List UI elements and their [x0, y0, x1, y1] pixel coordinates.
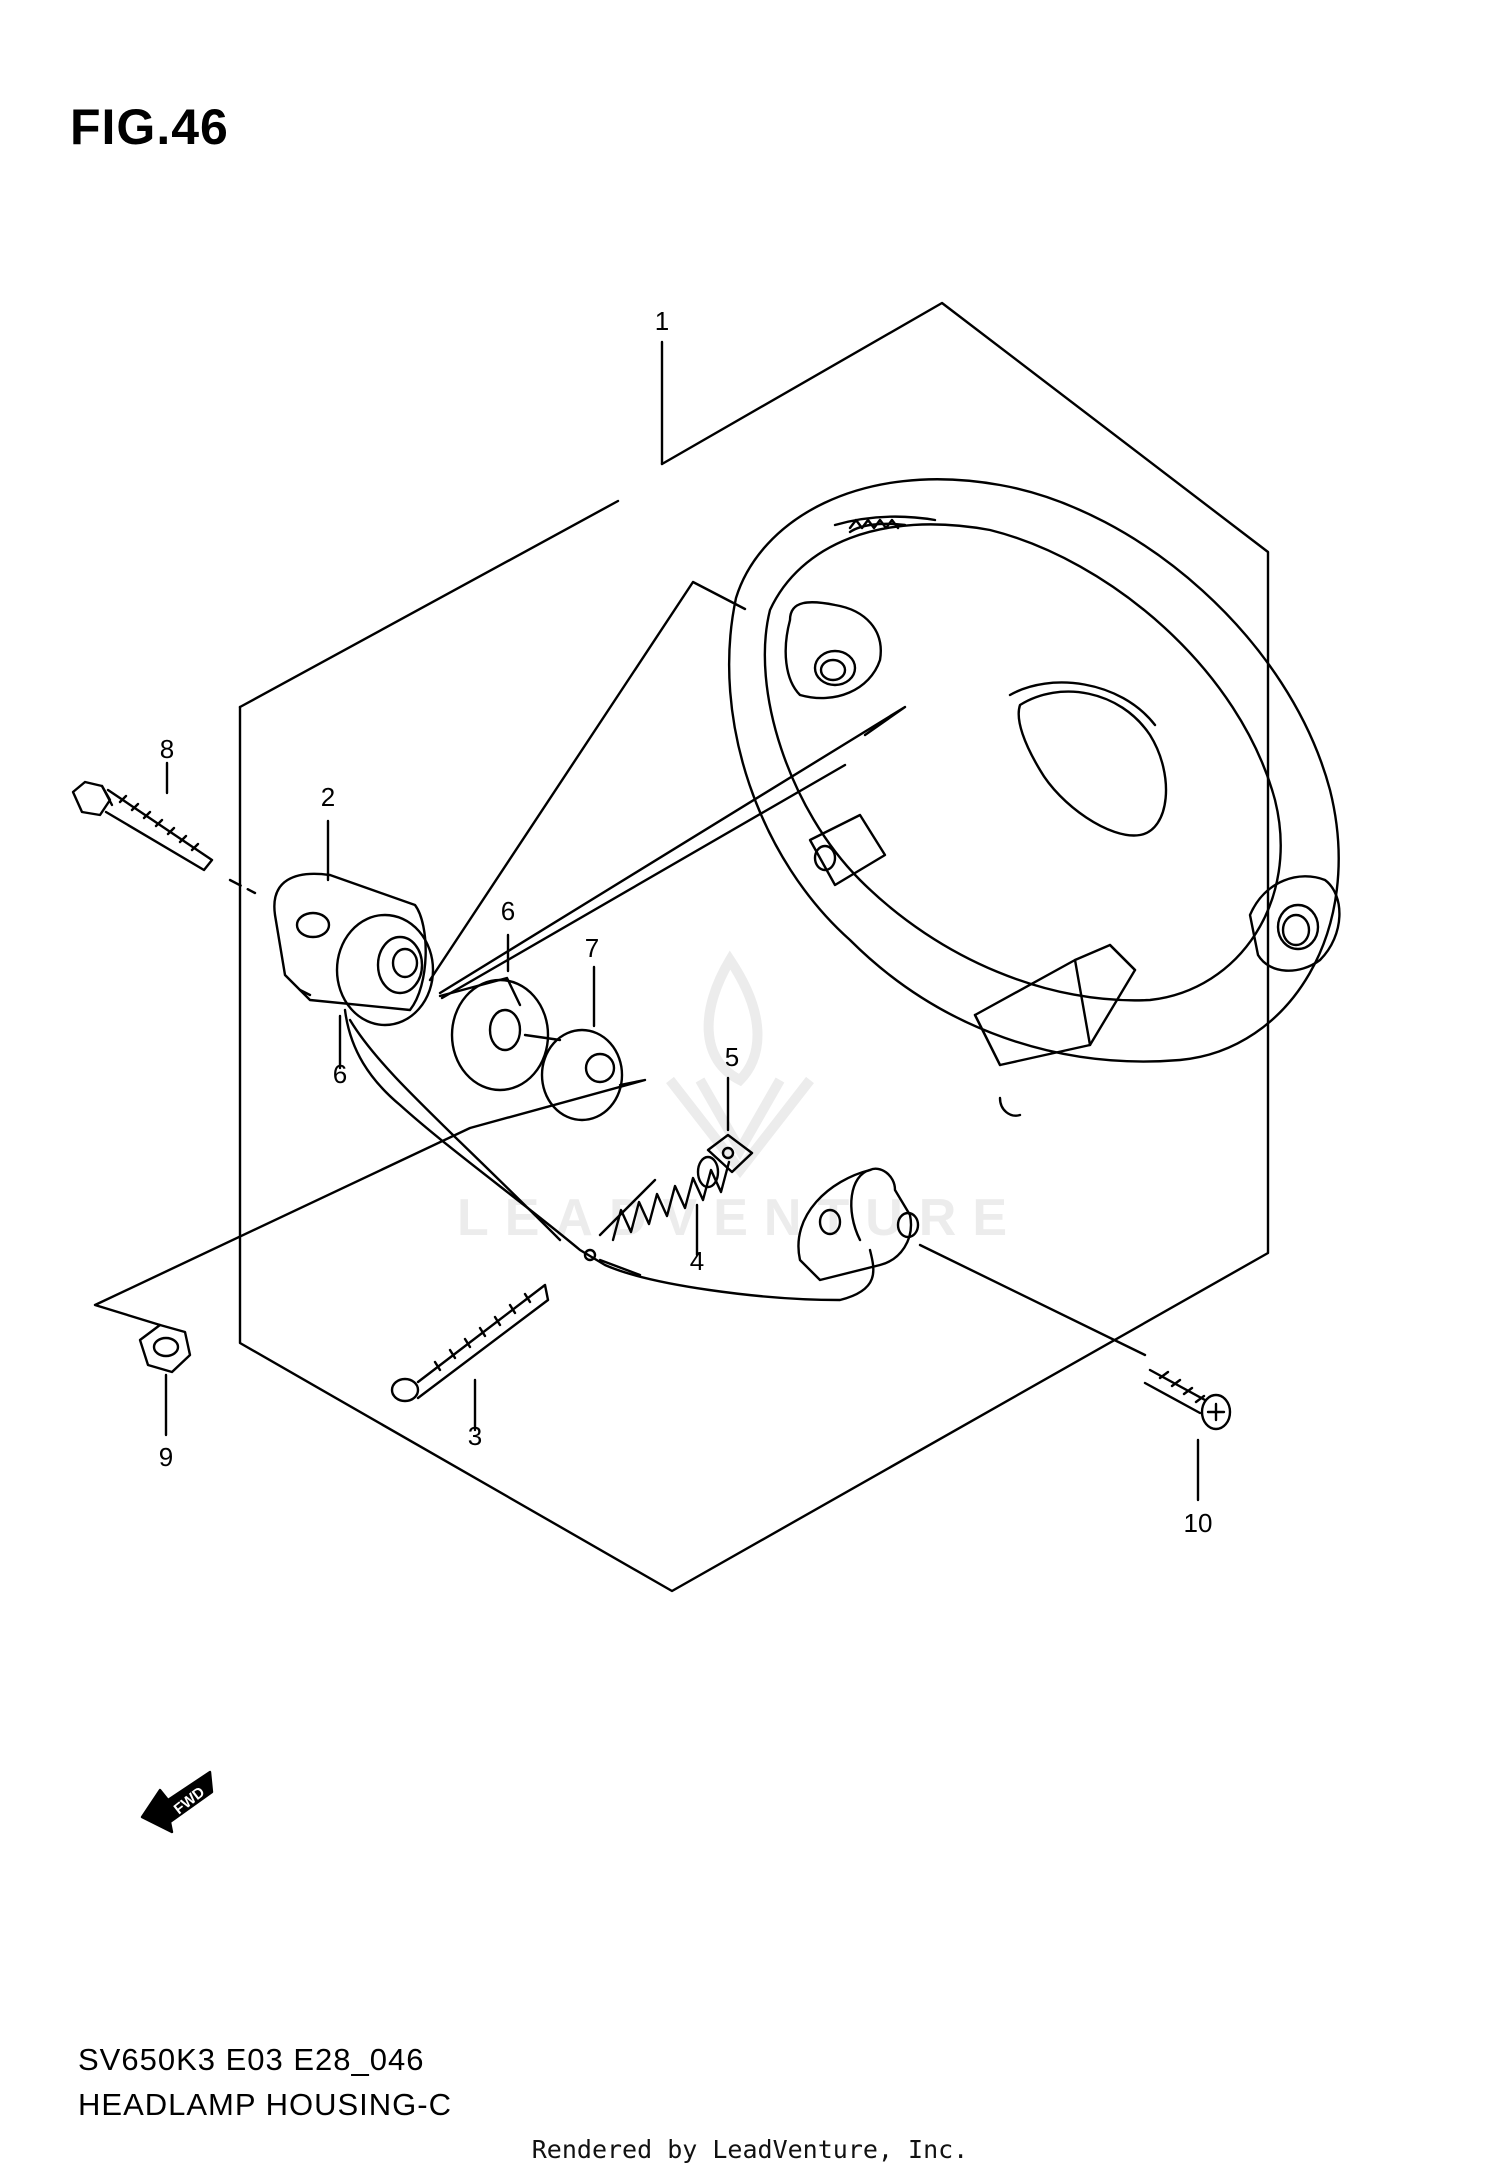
nut-plate	[706, 1076, 754, 1174]
callout-2: 2	[321, 782, 335, 812]
callout-4: 4	[690, 1246, 704, 1276]
cushion-upper	[335, 913, 435, 1070]
lower-bracket	[797, 1167, 1147, 1357]
model-code: SV650K3 E03 E28_046	[78, 2042, 425, 2077]
collar	[93, 965, 647, 1327]
assembly-name: HEADLAMP HOUSING-C	[78, 2087, 452, 2122]
callout-9: 9	[159, 1442, 173, 1472]
bolt	[71, 761, 257, 895]
callout-7: 7	[585, 933, 599, 963]
callout-5: 5	[725, 1042, 739, 1072]
adjusting-screw	[390, 1283, 550, 1432]
assembly-outline	[238, 301, 1270, 1593]
headlamp-housing	[728, 478, 1341, 1117]
fwd-arrow-icon: FWD	[140, 1770, 214, 1834]
spring	[598, 1155, 731, 1257]
callout-10: 10	[1184, 1508, 1213, 1538]
mounting-bracket	[273, 819, 427, 1012]
flame-logo-icon	[666, 950, 814, 1179]
callout-8: 8	[160, 734, 174, 764]
watermark: LEADVENTURE	[457, 950, 1007, 1247]
screw	[1143, 1368, 1232, 1502]
cushion-lower	[438, 933, 550, 1092]
pivot-leader-lines	[428, 580, 907, 1000]
rendered-by-credit: Rendered by LeadVenture, Inc.	[531, 2135, 969, 2164]
nut	[138, 1323, 192, 1437]
callout-6-lower: 6	[333, 1059, 347, 1089]
callout-1: 1	[655, 306, 669, 336]
callout-3: 3	[468, 1421, 482, 1451]
figure-title: FIG.46	[70, 99, 229, 155]
adjuster-strap	[343, 1008, 875, 1302]
callout-labels: 1 2 3 4 5 6 6 7 8 9 10	[159, 306, 1213, 1538]
callout-6-upper: 6	[501, 896, 515, 926]
